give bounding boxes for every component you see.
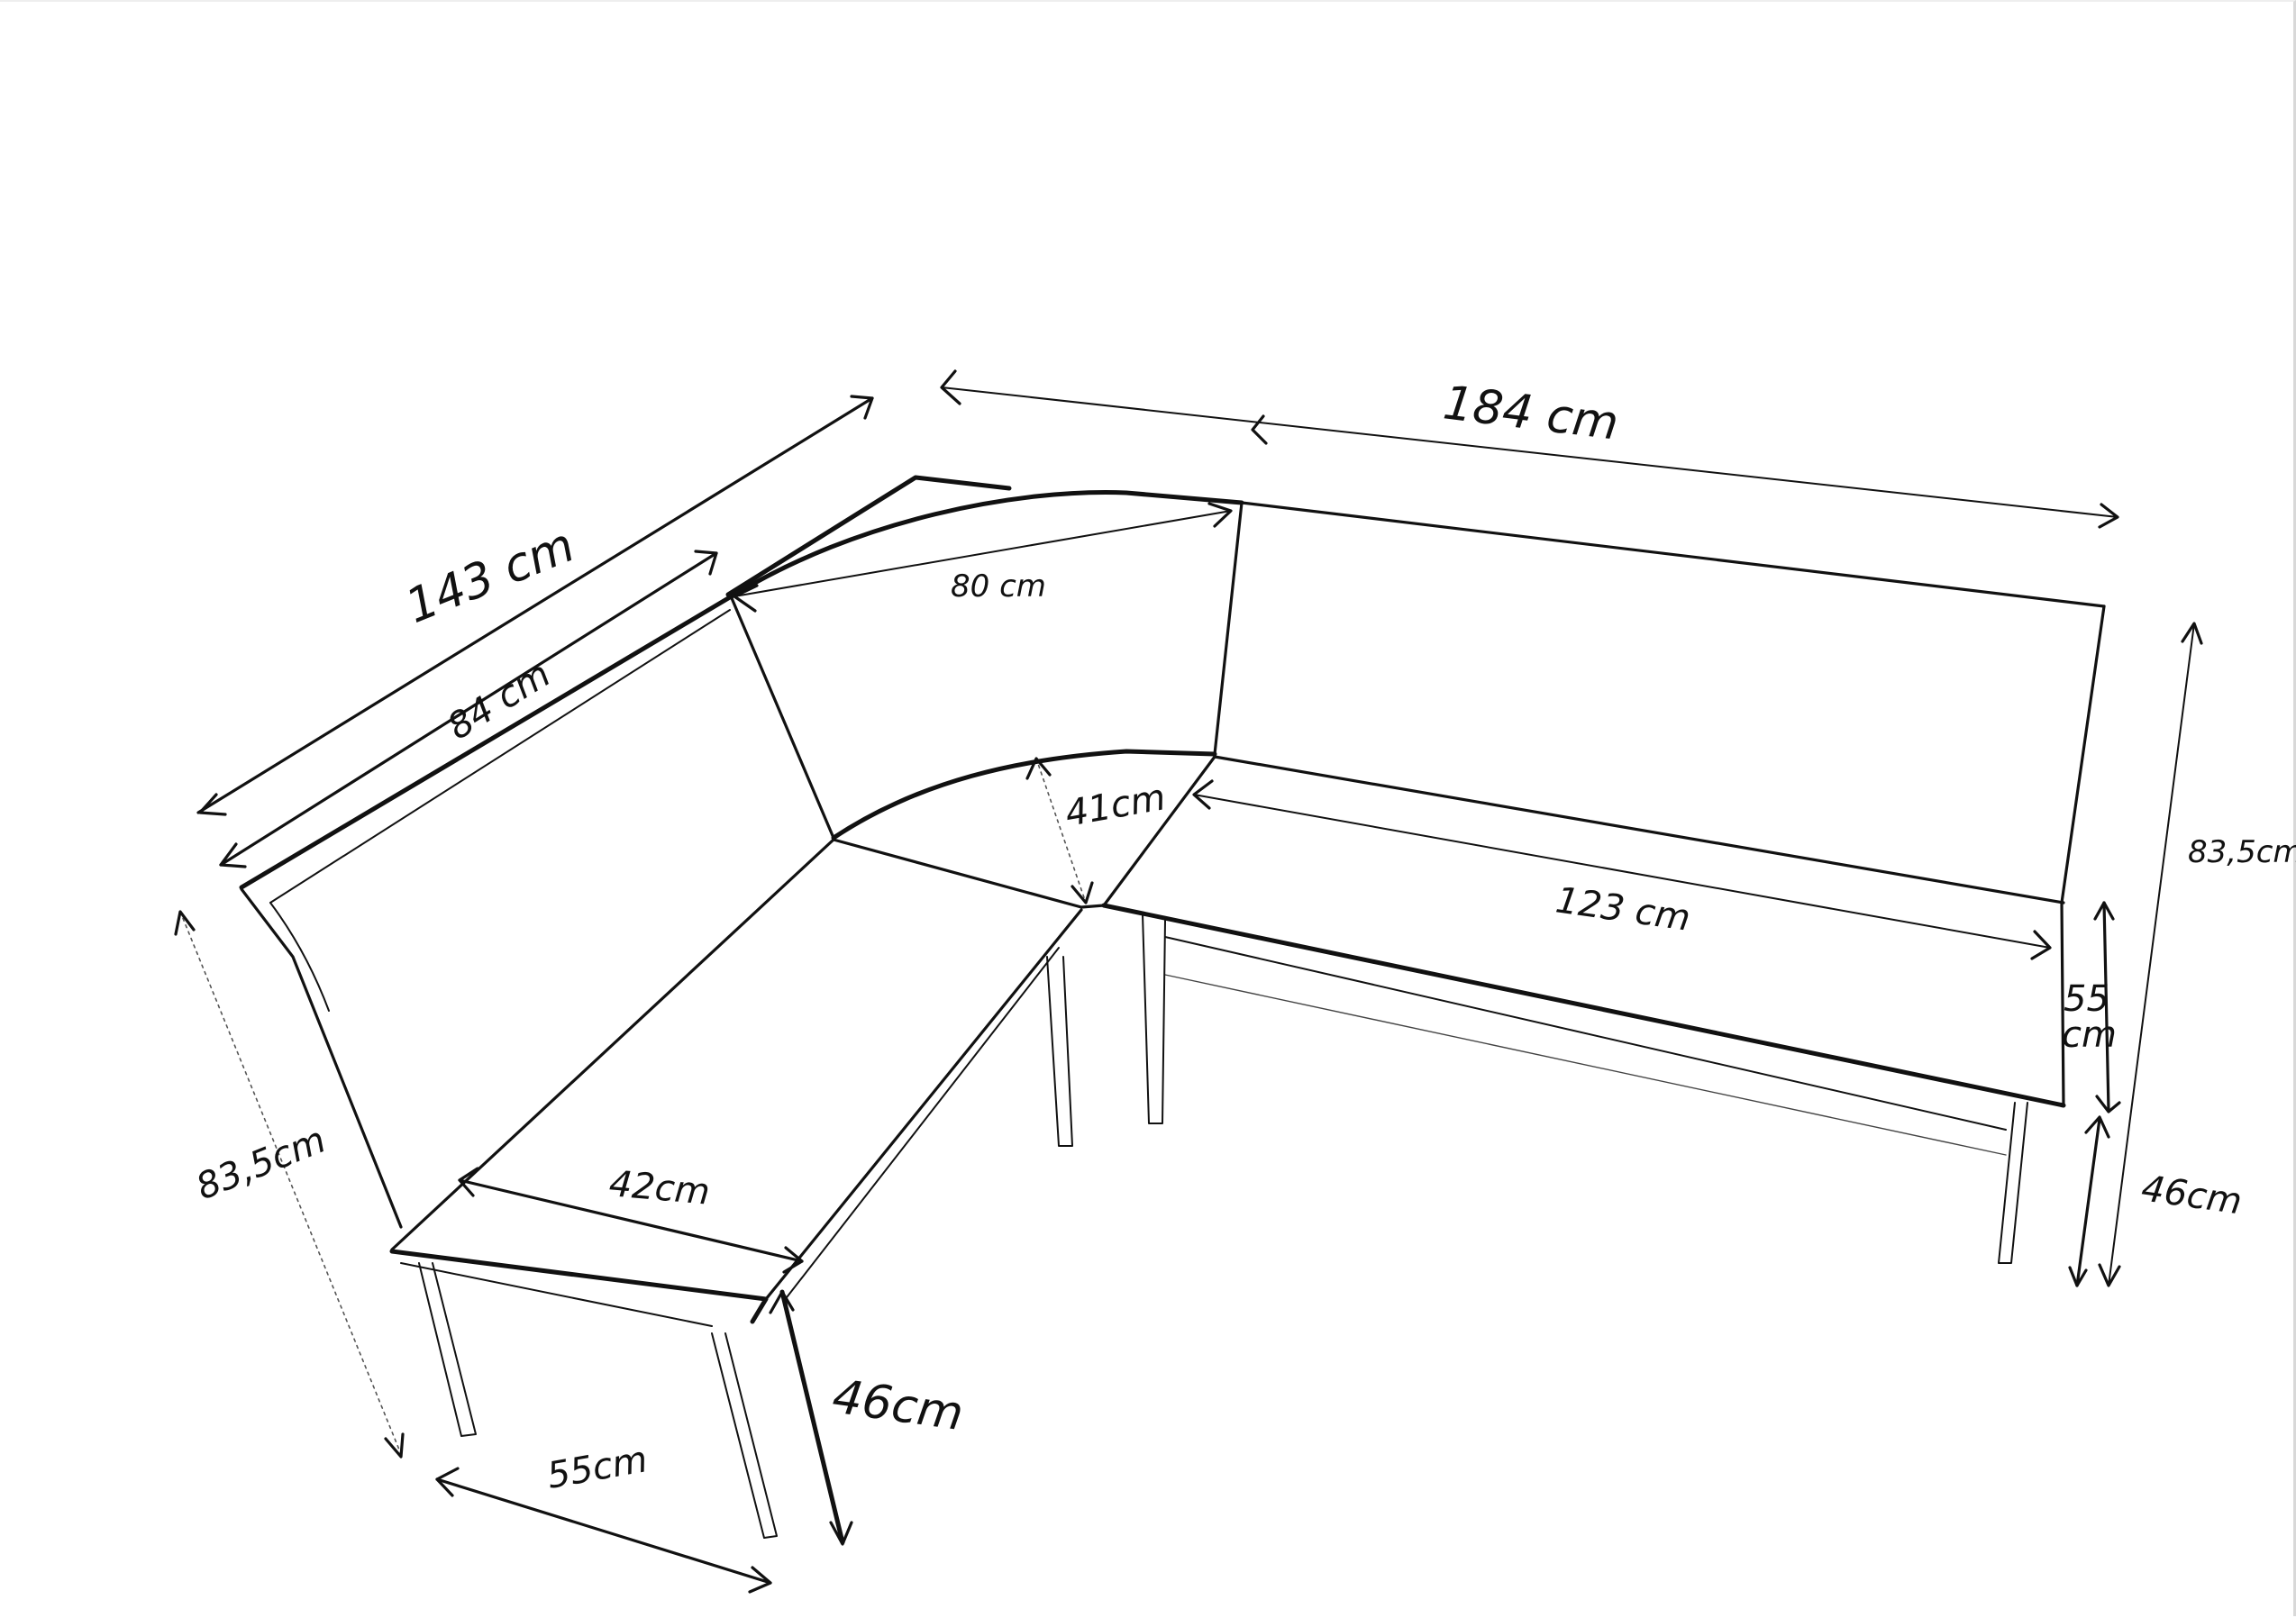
left-backrest-end-inner <box>269 902 330 1012</box>
leg-corner <box>1046 956 1073 1147</box>
arrowhead <box>733 584 759 613</box>
label-left-55: 55cm <box>544 1439 651 1497</box>
label-left-835: 83,5cm <box>191 1119 332 1208</box>
arrowhead <box>2068 1266 2088 1287</box>
leg-right-back <box>1142 914 1166 1124</box>
bench-legs <box>418 914 2028 1539</box>
arrowhead <box>694 550 718 576</box>
label-123: 123 cm <box>1553 879 1693 939</box>
dim-right-46-line <box>2075 1117 2101 1287</box>
arrowhead <box>850 395 874 420</box>
right-seat-back-edge <box>1213 755 2065 904</box>
arrowhead <box>198 793 227 816</box>
leg-right-front <box>1998 1102 2028 1264</box>
arrowhead <box>2093 901 2115 921</box>
right-seat-lower-edge <box>1164 936 2007 1131</box>
leg-left-front <box>418 1262 477 1437</box>
corner-seat-front <box>832 755 1216 909</box>
dim-143-line <box>196 396 874 814</box>
arrowhead <box>829 1521 853 1546</box>
arrowhead <box>2095 1095 2121 1114</box>
label-42: 42cm <box>607 1163 711 1214</box>
corner-back-top-curve <box>729 490 1244 599</box>
leg-left-corner-front <box>711 1332 778 1539</box>
right-backrest-top-edge <box>1240 501 2106 608</box>
label-41: 41cm <box>1062 777 1169 835</box>
arrowhead <box>2098 1263 2121 1287</box>
label-184: 184 cm <box>1440 376 1621 450</box>
dim-42-line <box>458 1178 804 1263</box>
left-seat-end-top <box>389 1249 769 1324</box>
arrowhead <box>769 1290 795 1314</box>
corner-back-right-edge <box>1213 501 1244 756</box>
dim-left-55-line <box>435 1477 772 1585</box>
right-seat-front-edge <box>1101 903 2066 1108</box>
arrowhead <box>1251 414 1268 445</box>
dim-184-line <box>941 386 2118 518</box>
label-143: 143 cm <box>398 518 581 634</box>
dim-84-line <box>219 551 718 867</box>
arrowhead <box>782 1246 804 1274</box>
corner-seat-back-curve <box>831 749 1217 841</box>
arrowhead <box>2030 930 2052 960</box>
arrowhead <box>384 1432 405 1459</box>
arrowhead <box>748 1566 772 1594</box>
arrowhead <box>1071 881 1094 904</box>
dim-right-55-line <box>2102 901 2110 1112</box>
arrowhead <box>1025 757 1052 780</box>
left-backrest-inner-edge <box>269 609 731 904</box>
arrowhead <box>2098 503 2119 529</box>
arrowhead <box>1207 502 1233 528</box>
right-rail <box>1164 974 2007 1156</box>
bench-outline <box>239 475 2106 1327</box>
arrowhead <box>2181 622 2203 645</box>
left-seat-front-edge <box>764 908 1083 1301</box>
dim-left-46-line <box>779 1289 845 1545</box>
arrowhead <box>1192 779 1214 810</box>
dimension-lines <box>174 369 2203 1594</box>
arrowhead <box>940 369 961 405</box>
label-right-55-unit: cm <box>2062 1014 2117 1056</box>
arrowhead <box>458 1167 479 1197</box>
label-right-835: 83,5cm <box>2188 834 2296 870</box>
arrowhead <box>2084 1115 2110 1139</box>
label-80: 80 cm <box>951 568 1046 604</box>
left-seat-front-inner <box>783 947 1060 1302</box>
left-backrest-top-edge <box>239 592 737 890</box>
arrowhead <box>219 842 247 868</box>
corner-back-left-edge <box>730 596 835 840</box>
arrowhead <box>174 910 196 936</box>
dim-80-line <box>733 510 1232 597</box>
label-right-55: 55 <box>2064 978 2109 1020</box>
label-right-46: 46cm <box>2139 1168 2245 1223</box>
dim-right-835-line <box>2108 623 2195 1286</box>
left-backrest-end <box>240 887 403 1229</box>
dim-123-line <box>1193 794 2051 949</box>
left-seat-end-lower <box>400 1262 713 1327</box>
corner-back-top-left <box>725 475 1012 597</box>
label-left-46: 46cm <box>829 1369 966 1441</box>
arrowhead <box>435 1467 460 1497</box>
